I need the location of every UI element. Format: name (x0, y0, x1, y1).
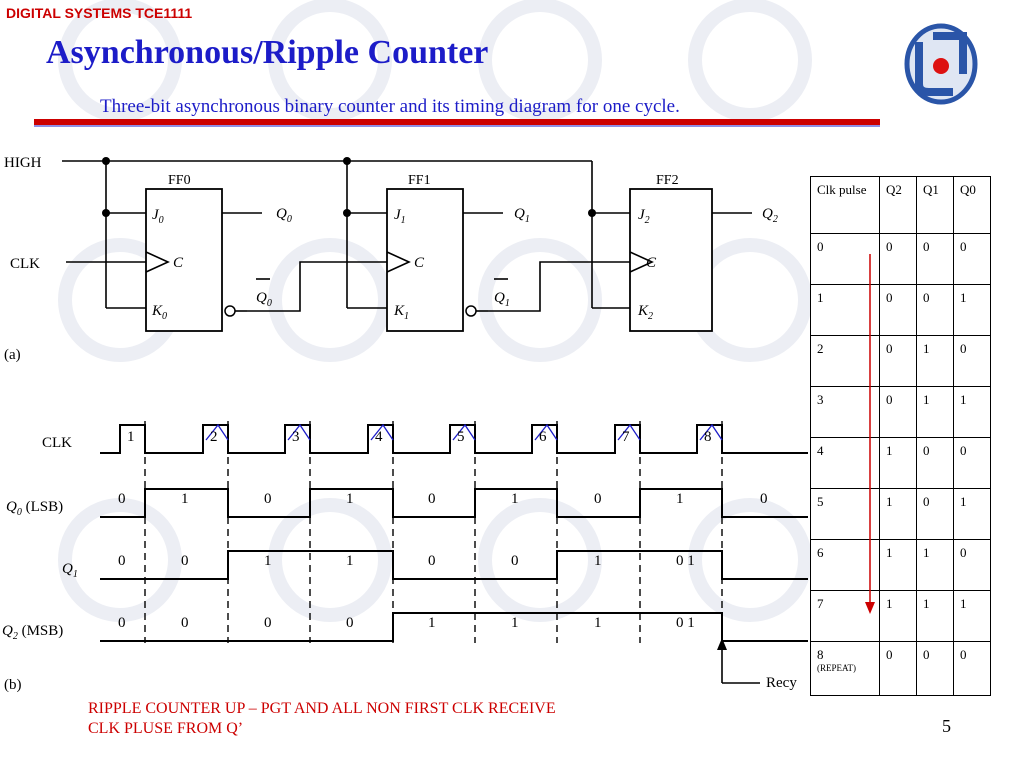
course-code: DIGITAL SYSTEMS TCE1111 (6, 5, 193, 21)
q0-value-label: 0 (428, 491, 436, 507)
q1-value-label: 1 (346, 553, 354, 569)
q2-value-label: 1 (594, 615, 602, 631)
ff2-label: FF2 (656, 173, 679, 188)
svg-text:J2: J2 (638, 207, 650, 226)
q0-value-label: 0 (264, 491, 272, 507)
title-underline (34, 119, 880, 127)
timing-diagram: CLK Q0 (LSB) Q1 Q2 (MSB) (b) 1 2 3 4 5 6 7 8 0 1 0… (2, 421, 808, 693)
rising-edge-mark (370, 423, 394, 441)
q0-value-label: 0 (118, 491, 126, 507)
header-q2: Q2 (879, 176, 917, 234)
q0-value-label: 1 (511, 491, 519, 507)
rising-edge-mark (617, 423, 641, 441)
clk-pulse-label: 7 (622, 429, 630, 445)
svg-text:J0: J0 (152, 207, 164, 226)
svg-text:Q0: Q0 (276, 206, 292, 225)
note-text: RIPPLE COUNTER UP – PGT AND ALL NON FIRS… (88, 699, 556, 739)
ff1-label: FF1 (408, 173, 431, 188)
q0-value-label: 0 (760, 491, 768, 507)
rising-edge-mark (287, 423, 311, 441)
signal-label-clk: CLK (42, 435, 72, 451)
clk-pulse-label: 3 (292, 429, 300, 445)
q2-value-label: 1 (428, 615, 436, 631)
svg-text:Q1: Q1 (514, 206, 530, 225)
timing-part-label: (b) (4, 677, 22, 693)
q0-value-label: 1 (181, 491, 189, 507)
q0-value-label: 1 (676, 491, 684, 507)
clk-input-label: CLK (10, 256, 40, 272)
slide-title: Asynchronous/Ripple Counter (46, 34, 489, 71)
svg-text:Q1: Q1 (494, 290, 510, 309)
clk-pulse-label: 6 (539, 429, 547, 445)
flipflop-ff2: FF2 J2 C K2 Q2 (629, 173, 778, 332)
q2-value-label: 0 (346, 615, 354, 631)
clk-pulse-label: 5 (457, 429, 465, 445)
q2-waveform (100, 612, 808, 642)
q1-waveform (100, 550, 808, 580)
table-row-repeat: 8(REPEAT) 0 0 0 (810, 641, 991, 696)
svg-text:Q0 (LSB): Q0 (LSB) (6, 499, 63, 518)
university-logo-icon (904, 23, 978, 105)
q1-value-label: 0 (428, 553, 436, 569)
q2-value-label: 0 (118, 615, 126, 631)
q1-value-label: 0 (511, 553, 519, 569)
q0-waveform (100, 488, 808, 518)
svg-text:Q0: Q0 (256, 290, 272, 309)
q1-value-label: 1 (594, 553, 602, 569)
q2-value-label: 0 1 (676, 615, 695, 631)
svg-text:J1: J1 (394, 207, 406, 226)
q2-value-label: 0 (181, 615, 189, 631)
q0-value-label: 1 (346, 491, 354, 507)
q1-value-label: 1 (264, 553, 272, 569)
q2-value-label: 1 (511, 615, 519, 631)
svg-text:C: C (173, 255, 184, 271)
svg-text:C: C (646, 255, 657, 271)
high-label: HIGH (4, 155, 42, 171)
header-q1: Q1 (916, 176, 954, 234)
rising-edge-mark (699, 423, 723, 441)
q1-value-label: 0 1 (676, 553, 695, 569)
flipflop-ff1: FF1 J1 C K1 Q1 Q1 (386, 173, 530, 332)
svg-text:C: C (414, 255, 425, 271)
table-header-row: Clk pulse Q2 Q1 Q0 (810, 176, 991, 234)
page-number: 5 (942, 716, 951, 736)
recycle-label: Recy (766, 675, 797, 691)
svg-text:Q2: Q2 (762, 206, 778, 225)
header-q0: Q0 (953, 176, 991, 234)
header-clk-pulse: Clk pulse (810, 176, 880, 234)
q0-value-label: 0 (594, 491, 602, 507)
circuit-part-label: (a) (4, 347, 21, 363)
svg-text:Q1: Q1 (62, 561, 78, 580)
svg-text:Q2 (MSB): Q2 (MSB) (2, 623, 63, 642)
count-direction-arrow-icon (865, 254, 875, 614)
q1-value-label: 0 (181, 553, 189, 569)
ff0-label: FF0 (168, 173, 191, 188)
note-line-2: CLK PLUSE FROM Q’ (88, 720, 244, 737)
slide-subtitle: Three-bit asynchronous binary counter an… (100, 96, 680, 117)
rising-edge-mark (534, 423, 558, 441)
clk-pulse-label: 8 (704, 429, 712, 445)
clk-pulse-label: 2 (210, 429, 218, 445)
q1-value-label: 0 (118, 553, 126, 569)
clk-pulse-label: 4 (375, 429, 383, 445)
rising-edge-mark (452, 423, 476, 441)
clk-pulse-label: 1 (127, 429, 135, 445)
q2-value-label: 0 (264, 615, 272, 631)
counter-circuit: HIGH CLK (a) FF0 J0 C K0 Q0 Q0 FF1 J1 C … (4, 155, 778, 363)
rising-edge-mark (205, 423, 229, 441)
flipflop-ff0: FF0 J0 C K0 Q0 Q0 (145, 173, 292, 332)
note-line-1: RIPPLE COUNTER UP – PGT AND ALL NON FIRS… (88, 700, 556, 717)
